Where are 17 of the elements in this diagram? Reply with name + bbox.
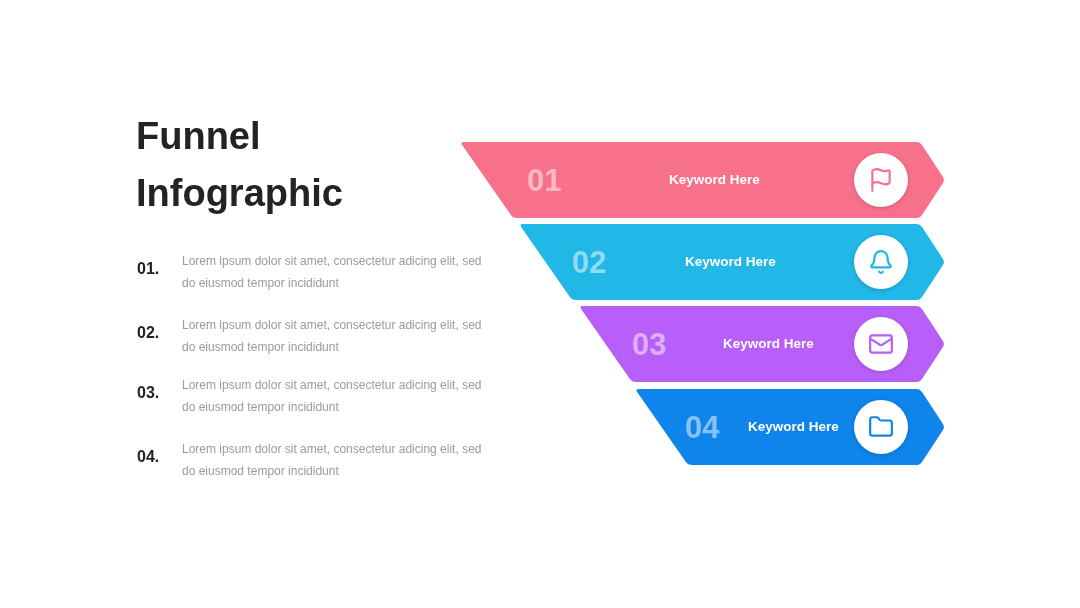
list-number: 01. xyxy=(137,259,160,279)
step-number: 04 xyxy=(685,411,720,443)
keyword-label: Keyword Here xyxy=(685,254,776,270)
step-number: 02 xyxy=(572,246,607,278)
description-text: Lorem ipsum dolor sit amet, consectetur adicing elit, sed do eiusmod tempor incididunt xyxy=(182,253,483,292)
list-number: 03. xyxy=(137,383,160,403)
description-text: Lorem ipsum dolor sit amet, consectetur adicing elit, sed do eiusmod tempor incididunt xyxy=(182,441,483,480)
list-number: 02. xyxy=(137,323,160,343)
keyword-label: Keyword Here xyxy=(723,336,814,352)
keyword-label: Keyword Here xyxy=(748,419,839,435)
step-number: 03 xyxy=(632,328,667,360)
description-text: Lorem ipsum dolor sit amet, consectetur adicing elit, sed do eiusmod tempor incididunt xyxy=(182,377,483,416)
slide-title: Funnel Infographic xyxy=(136,114,344,216)
step-number: 01 xyxy=(527,164,562,196)
keyword-label: Keyword Here xyxy=(669,172,760,188)
description-text: Lorem ipsum dolor sit amet, consectetur adicing elit, sed do eiusmod tempor incididunt xyxy=(182,317,483,356)
list-number: 04. xyxy=(137,447,160,467)
